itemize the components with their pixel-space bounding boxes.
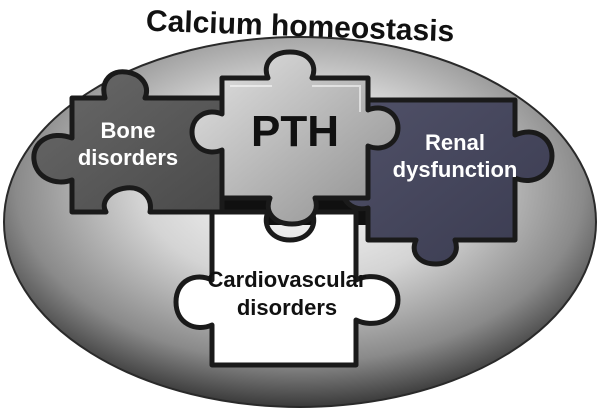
diagram-title: Calcium homeostasis <box>145 5 454 49</box>
pth-piece <box>189 49 401 227</box>
cardio-label-line2: disorders <box>237 295 337 320</box>
cardio-label-line1: Cardiovascular <box>208 267 367 292</box>
cardiovascular-disorders-piece <box>173 209 401 368</box>
pth-label: PTH <box>251 107 339 156</box>
bone-disorders-piece <box>31 69 225 215</box>
pth-bevel <box>230 85 361 112</box>
bone-label-line1: Bone <box>101 118 156 143</box>
renal-label-line2: dysfunction <box>393 157 518 182</box>
renal-label-line1: Renal <box>425 130 485 155</box>
bone-label-line2: disorders <box>78 145 178 170</box>
